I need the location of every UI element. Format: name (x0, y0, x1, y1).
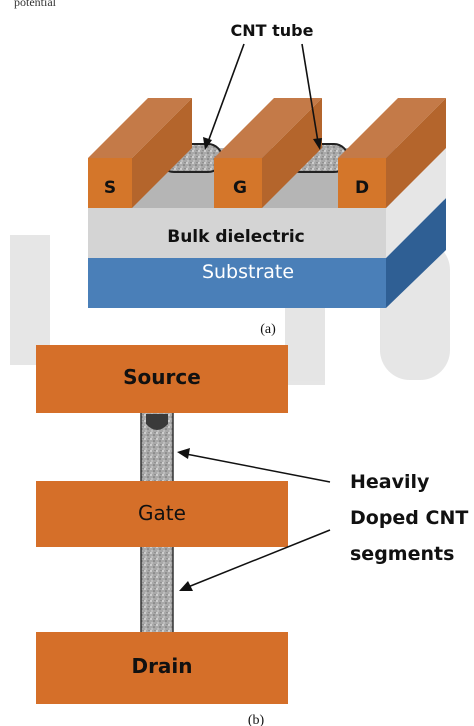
caption-b: (b) (248, 713, 265, 726)
source-electrode-top (88, 98, 192, 158)
source-terminal-label: S (104, 178, 116, 198)
gate-electrode-top (214, 98, 322, 158)
drain-terminal-label: D (355, 178, 369, 198)
part-a: Substrate Bulk dielectric S G D CNT tube… (88, 21, 446, 337)
annotation-arrow-lower (187, 529, 331, 588)
drain-electrode-top (338, 98, 446, 158)
drain-electrode-side (386, 98, 446, 208)
gate-electrode-front (214, 158, 262, 208)
annotation-arrowhead-lower (179, 581, 193, 591)
dielectric-side (386, 148, 446, 258)
header-text: potential (14, 0, 57, 9)
drain-block (36, 632, 288, 704)
callout-arrow-right (301, 43, 319, 143)
drain-block-label: Drain (131, 654, 192, 678)
source-electrode-side (132, 98, 192, 208)
gate-terminal-label: G (233, 178, 247, 198)
dielectric-front (88, 208, 386, 258)
annotation-arrowhead-upper (177, 448, 190, 459)
callout-arrowhead-left (203, 137, 212, 150)
cnt-dark-cap (146, 414, 168, 430)
gate-block (36, 481, 288, 547)
source-block (36, 345, 288, 413)
cnt-tube-callout: CNT tube (231, 21, 314, 40)
source-electrode-front (88, 158, 132, 208)
substrate-front (88, 258, 386, 308)
substrate-label: Substrate (202, 261, 294, 283)
annotation-line-2: Doped CNT (350, 507, 468, 529)
annotation-line-3: segments (350, 543, 454, 565)
part-b: Source Gate Drain Heavily Doped CNT segm… (36, 345, 468, 726)
substrate-side (386, 198, 446, 308)
drain-electrode-front (338, 158, 386, 208)
dielectric-label: Bulk dielectric (167, 227, 305, 247)
gate-electrode-side (262, 98, 322, 208)
gate-block-label: Gate (138, 501, 186, 525)
annotation-line-1: Heavily (350, 471, 430, 493)
annotation-arrow-upper (185, 453, 331, 483)
source-block-label: Source (123, 365, 201, 389)
callout-arrowhead-right (313, 138, 322, 150)
caption-a: (a) (260, 322, 276, 337)
callout-arrow-left (207, 43, 245, 143)
